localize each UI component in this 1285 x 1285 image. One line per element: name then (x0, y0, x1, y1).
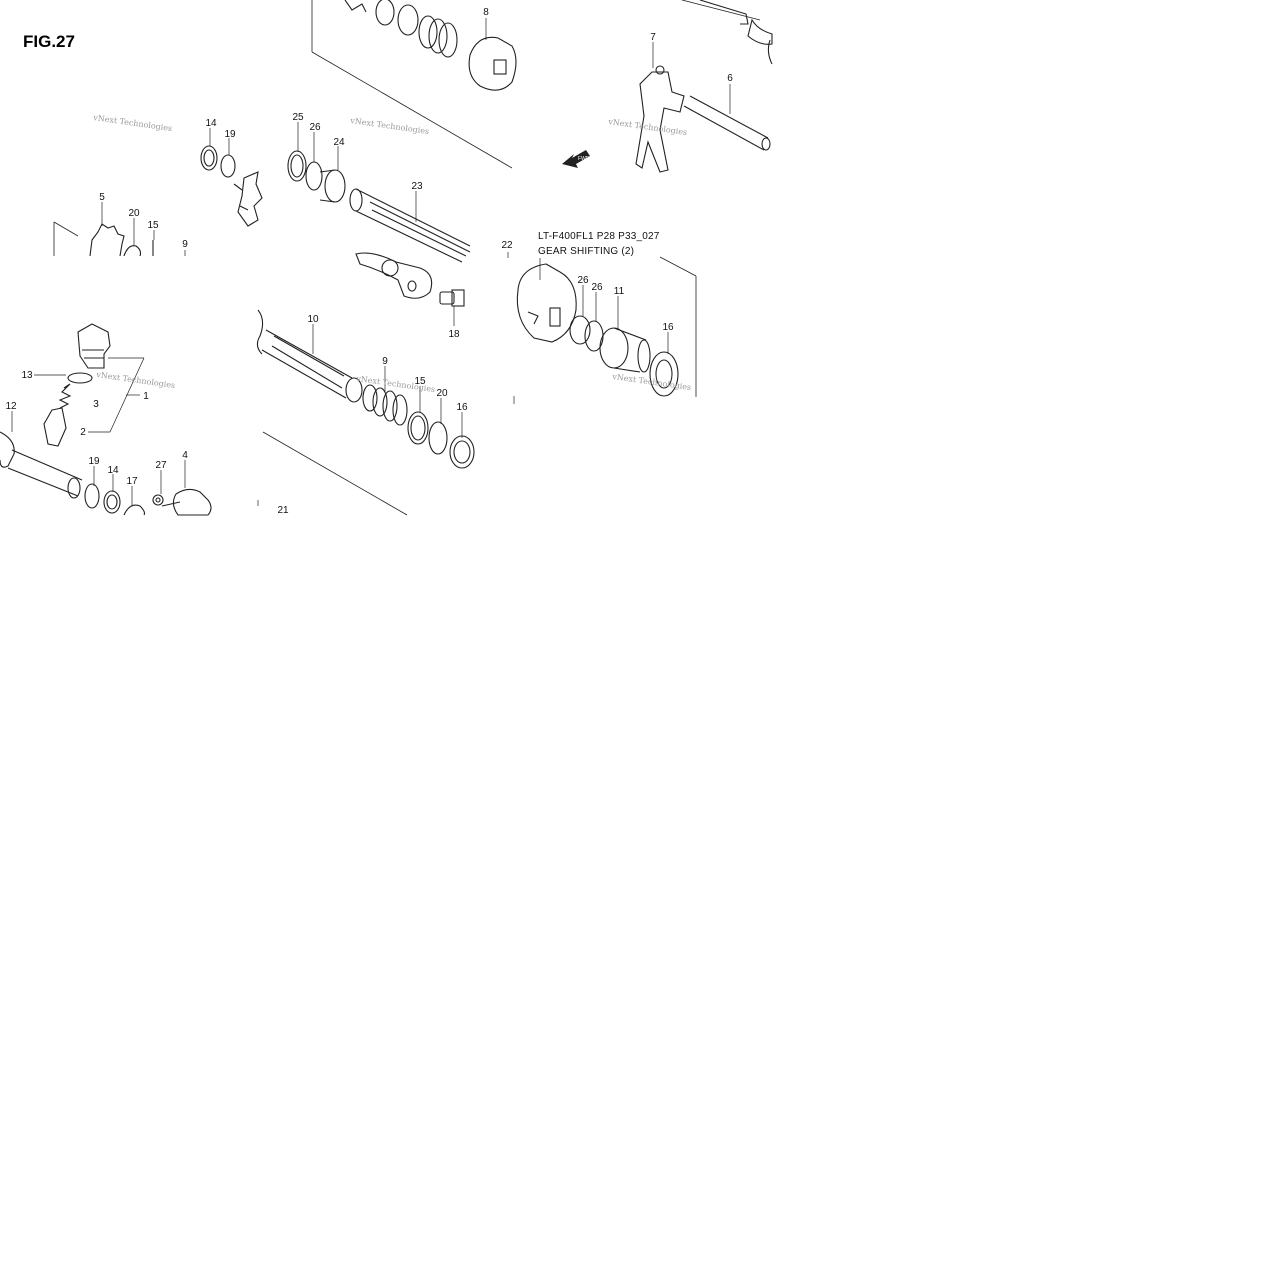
callout-15-upper: 15 (147, 220, 159, 231)
callout-8: 8 (483, 7, 489, 18)
callout-14-upper: 14 (205, 118, 217, 129)
callout-20-lower: 20 (436, 388, 448, 399)
part-top-right-gear (699, 0, 773, 65)
watermarks: vNext Technologies vNext Technologies vN… (92, 113, 692, 394)
part-14-washer-a (200, 145, 218, 171)
callout-26-right-b: 26 (591, 282, 603, 293)
watermark-2: vNext Technologies (349, 116, 430, 136)
part-20-washer-b (428, 421, 448, 455)
part-gear-segment (233, 171, 263, 227)
callout-9-upper: 9 (182, 239, 188, 250)
callout-17: 17 (126, 476, 138, 487)
figure-title: FIG.27 (23, 32, 75, 51)
callout-22: 22 (501, 240, 513, 251)
callout-14-lower: 14 (107, 465, 119, 476)
misc-tick-marks (184, 250, 515, 506)
part-1-bracket-lines (88, 357, 145, 433)
callout-12: 12 (5, 401, 17, 412)
callout-18: 18 (448, 329, 460, 340)
callout-15-lower: 15 (414, 376, 426, 387)
part-3-spring (58, 383, 72, 409)
part-18-bolt (439, 289, 465, 307)
callout-7: 7 (650, 32, 656, 43)
part-16-washer-a (649, 351, 679, 397)
callout-2: 2 (80, 427, 86, 438)
part-14-washer-b (103, 490, 121, 514)
part-11-bearing (599, 327, 651, 373)
part-5-gear (89, 223, 125, 257)
callout-labels: 8 7 6 14 19 25 26 24 23 5 20 15 9 22 26 … (5, 7, 733, 516)
callout-20-upper: 20 (128, 208, 140, 219)
callout-16-right: 16 (662, 322, 674, 333)
part-26-circlip-b (569, 315, 591, 345)
callout-21: 21 (277, 505, 289, 516)
part-27-nut (152, 494, 164, 506)
callout-11: 11 (614, 286, 625, 297)
assembly-guide-lines (53, 0, 761, 516)
callout-25: 25 (292, 112, 304, 123)
part-24-bush (319, 169, 346, 203)
callout-23: 23 (411, 181, 423, 192)
part-25-oring (287, 150, 307, 182)
part-17-seal (123, 504, 146, 516)
part-8-shift-cam (344, 0, 517, 91)
watermark-1: vNext Technologies (92, 113, 173, 133)
watermark-3: vNext Technologies (607, 117, 688, 137)
part-15-ring-b (407, 411, 429, 445)
fwd-arrow-icon: FWD (562, 150, 590, 168)
callout-19-upper: 19 (224, 129, 236, 140)
part-1-plug-bolt (77, 323, 111, 369)
figure-subtitle: GEAR SHIFTING (2) (538, 246, 635, 257)
callout-10: 10 (307, 314, 319, 325)
part-22-shift-drum (516, 263, 577, 343)
callout-3: 3 (93, 399, 99, 410)
part-13-gasket (67, 372, 93, 384)
part-10-shaft (256, 309, 363, 403)
part-6-shift-shaft (683, 95, 771, 151)
part-12-gearshift-shaft (0, 431, 83, 499)
callout-1: 1 (143, 391, 149, 402)
callout-4: 4 (182, 450, 188, 461)
callout-26-upper: 26 (309, 122, 321, 133)
watermark-6: vNext Technologies (611, 372, 692, 392)
part-19-circlip-b (84, 483, 100, 509)
figure-code: LT-F400FL1 P28 P33_027 (538, 231, 660, 242)
part-16-washer-b (449, 435, 475, 469)
part-2-pin (43, 407, 67, 447)
callout-13: 13 (21, 370, 33, 381)
part-23-shift-shaft (349, 188, 471, 299)
callout-leader-lines (11, 18, 731, 506)
callout-26-right-a: 26 (577, 275, 589, 286)
callout-27: 27 (155, 460, 167, 471)
watermark-4: vNext Technologies (95, 370, 176, 390)
fwd-label: FWD (578, 156, 590, 162)
callout-24: 24 (333, 137, 345, 148)
callout-6: 6 (727, 73, 733, 84)
part-7-shift-fork (635, 65, 685, 173)
part-4-arm (161, 488, 212, 516)
part-9-spring (362, 384, 408, 426)
callout-9-lower: 9 (382, 356, 388, 367)
callout-16-lower: 16 (456, 402, 468, 413)
callout-19-lower: 19 (88, 456, 100, 467)
part-26-circlip-a (305, 161, 323, 191)
part-19-circlip-a (220, 154, 236, 178)
callout-5: 5 (99, 192, 105, 203)
part-20-washer-a (123, 245, 142, 257)
